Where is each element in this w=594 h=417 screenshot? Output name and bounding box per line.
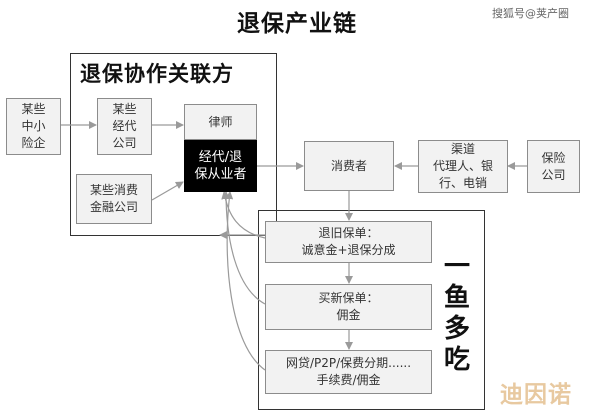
consumer-node: 消费者 — [304, 141, 394, 191]
alliance-frame — [70, 53, 277, 236]
arrow-step2-to-practitioner-curve — [222, 191, 266, 305]
loan-step-node: 网贷/P2P/保费分期...... 手续费/佣金 — [265, 350, 432, 394]
watermark-text: 搜狐号@荚产圈 — [492, 7, 569, 20]
channel-node: 渠道 代理人、银 行、电销 — [418, 140, 508, 193]
practitioner-node: 经代/退 保从业者 — [184, 140, 257, 192]
new-policy-step-node: 买新保单： 佣金 — [265, 284, 432, 330]
one-fish-many-bites-label: 一鱼多吃 — [443, 252, 470, 375]
arrow-step1-to-practitioner-curve — [221, 191, 266, 239]
lawyer-node: 律师 — [184, 104, 257, 140]
small-insurer-node: 某些 中小 险企 — [6, 98, 61, 155]
refund-step-node: 退旧保单： 诚意金+退保分成 — [265, 221, 432, 263]
arrow-finance-to-practitioner — [151, 181, 184, 201]
insurer-node: 保险 公司 — [527, 140, 580, 193]
diagram-title: 退保产业链 — [237, 11, 357, 37]
consultancy-node: 某些 经代 公司 — [97, 98, 152, 155]
brand-watermark: 迪因诺 — [500, 382, 572, 408]
profit-frame — [258, 210, 485, 410]
alliance-title: 退保协作关联方 — [80, 62, 234, 86]
consumer-finance-node: 某些消费 金融公司 — [76, 174, 152, 224]
arrow-step3-to-practitioner-curve — [225, 191, 266, 371]
